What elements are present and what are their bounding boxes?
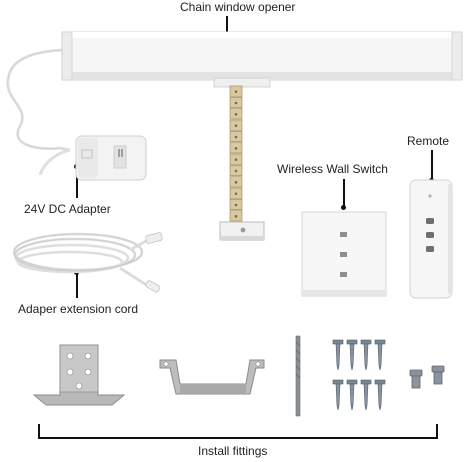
label-remote: Remote (407, 134, 450, 148)
chain-pin (234, 215, 238, 218)
chain-pin (234, 203, 238, 207)
fittings-bracket-left (38, 424, 40, 438)
chain-pin (234, 158, 238, 161)
leader-extension (76, 272, 78, 298)
screw (374, 339, 386, 371)
screw (346, 339, 358, 371)
screw (332, 379, 344, 411)
label-chain-window-opener: Chain window opener (180, 0, 296, 14)
chain-pin (234, 181, 238, 184)
chain-pin (234, 90, 238, 93)
leader-wall-switch-dot (341, 205, 346, 210)
label-install-fittings: Install fittings (198, 444, 268, 458)
leader-opener (226, 16, 228, 40)
label-adapter-extension-cord: Adaper extension cord (18, 302, 139, 316)
screw (346, 379, 358, 411)
screw (360, 339, 372, 371)
chain-pin (234, 147, 238, 150)
screw (360, 379, 372, 411)
chain-pin (234, 192, 238, 195)
label-wireless-wall-switch: Wireless Wall Switch (277, 162, 388, 176)
chain-pin (234, 135, 238, 139)
leader-wall-switch (343, 179, 345, 207)
chain-pin (234, 101, 238, 105)
label-24v-dc-adapter: 24V DC Adapter (24, 202, 111, 216)
leader-remote (431, 150, 433, 180)
chain-pin (234, 113, 238, 116)
chain-pin (234, 169, 238, 173)
fittings-bracket-bottom (38, 437, 438, 439)
screw (332, 339, 344, 371)
chain-pin (234, 124, 238, 127)
leader-adapter (76, 166, 78, 198)
fittings-bracket-right (436, 424, 438, 438)
screw (374, 379, 386, 411)
